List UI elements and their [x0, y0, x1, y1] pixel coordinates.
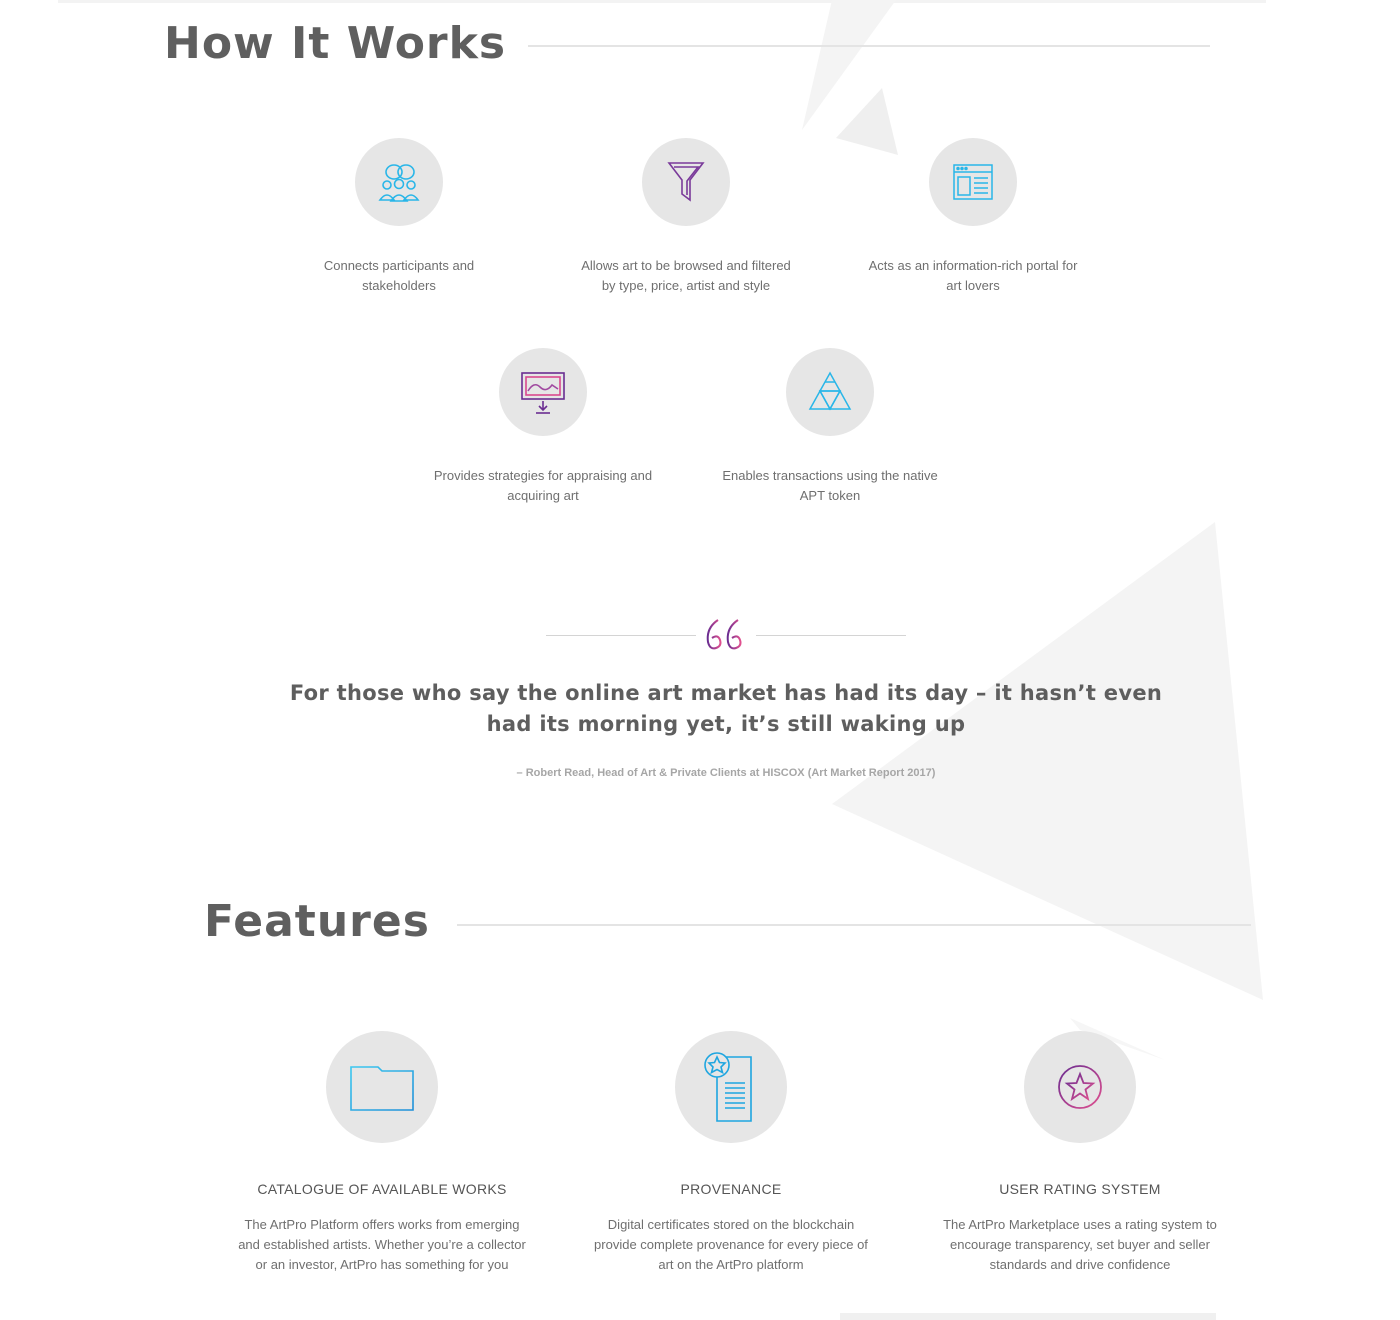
how-it-works-title: How It Works — [164, 18, 507, 69]
step-text: Enables transactions using the native AP… — [722, 468, 938, 503]
step-text: Provides strategies for appraising and a… — [433, 468, 653, 503]
step-apt-token: Enables transactions using the native AP… — [720, 348, 940, 506]
feature-icon-circle — [675, 1031, 787, 1143]
quote-text: For those who say the online art market … — [289, 681, 1163, 736]
feature-title: PROVENANCE — [680, 1181, 782, 1197]
feature-catalogue: CATALOGUE OF AVAILABLE WORKS The ArtPro … — [237, 1031, 527, 1275]
feature-provenance: PROVENANCE Digital certificates stored o… — [586, 1031, 876, 1275]
step-icon-circle — [786, 348, 874, 436]
step-portal: Acts as an information-rich portal for a… — [863, 138, 1083, 296]
web-portal-icon — [953, 164, 993, 200]
triangle-network-icon — [808, 371, 852, 411]
step-icon-circle — [642, 138, 730, 226]
step-text: Connects participants and stakeholders — [323, 258, 475, 293]
feature-icon-circle — [326, 1031, 438, 1143]
step-text: Allows art to be browsed and filtered by… — [581, 258, 791, 293]
feature-title: CATALOGUE OF AVAILABLE WORKS — [257, 1181, 507, 1197]
top-divider-strip — [58, 0, 1266, 3]
feature-icon-circle — [1024, 1031, 1136, 1143]
people-group-icon — [378, 164, 420, 202]
star-badge-icon — [1058, 1065, 1102, 1109]
quote-mark-icon — [706, 619, 742, 650]
quote-rule-left — [546, 635, 696, 636]
filter-funnel-icon — [667, 162, 705, 202]
feature-text: Digital certificates stored on the block… — [594, 1217, 868, 1272]
step-icon-circle — [355, 138, 443, 226]
artwork-screen-icon — [521, 372, 565, 414]
feature-text: The ArtPro Platform offers works from em… — [238, 1217, 526, 1272]
step-appraising: Provides strategies for appraising and a… — [433, 348, 653, 506]
features-rule — [457, 924, 1251, 926]
step-icon-circle — [929, 138, 1017, 226]
feature-rating: USER RATING SYSTEM The ArtPro Marketplac… — [935, 1031, 1225, 1275]
quote-rule-right — [756, 635, 906, 636]
how-it-works-rule — [528, 45, 1210, 47]
step-connects: Connects participants and stakeholders — [289, 138, 509, 296]
certificate-icon — [704, 1052, 752, 1122]
quote-author: – Robert Read, Head of Art & Private Cli… — [516, 767, 936, 779]
folder-icon — [350, 1066, 414, 1111]
features-title: Features — [204, 896, 430, 947]
step-browse-filter: Allows art to be browsed and filtered by… — [576, 138, 796, 296]
step-icon-circle — [499, 348, 587, 436]
step-text: Acts as an information-rich portal for a… — [868, 258, 1078, 293]
feature-text: The ArtPro Marketplace uses a rating sys… — [943, 1217, 1217, 1272]
feature-title: USER RATING SYSTEM — [999, 1181, 1161, 1197]
bottom-divider-strip — [840, 1313, 1216, 1320]
